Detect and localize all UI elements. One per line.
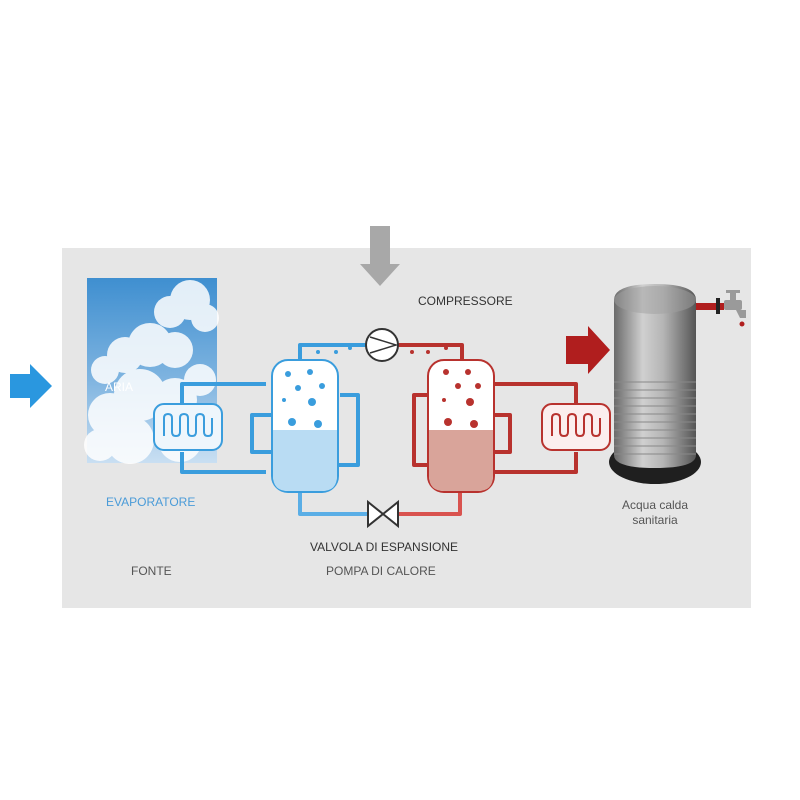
hot-refrigerant-dots — [410, 346, 448, 354]
compressor-label: COMPRESSORE — [418, 294, 513, 308]
expansion-valve-label: VALVOLA DI ESPANSIONE — [310, 540, 459, 554]
cold-refrigerant-dots — [316, 346, 352, 354]
tank-ribs — [614, 381, 696, 455]
faucet-icon — [696, 290, 746, 327]
hot-circuit — [398, 343, 578, 516]
input-arrow-icon — [10, 364, 52, 408]
air-label: ARIA — [105, 380, 134, 394]
hot-water-label-line2: sanitaria — [632, 513, 678, 527]
condenser-coil-icon — [541, 403, 611, 451]
evaporator-coil-icon — [153, 403, 223, 451]
compressor-icon — [365, 328, 399, 362]
expansion-valve-icon — [367, 499, 399, 529]
cloud-sky-image — [84, 278, 219, 464]
hot-water-label-line1: Acqua calda — [621, 498, 689, 512]
energy-arrow-icon — [360, 226, 400, 286]
source-label: FONTE — [131, 564, 172, 578]
water-tank-icon — [609, 284, 701, 484]
evaporator-vessel — [271, 359, 339, 493]
cold-circuit — [180, 343, 368, 516]
heat-pump-label: POMPA DI CALORE — [326, 564, 436, 578]
evaporator-label: EVAPORATORE — [106, 495, 196, 509]
output-arrow-icon — [566, 326, 610, 374]
condenser-vessel — [427, 359, 495, 493]
